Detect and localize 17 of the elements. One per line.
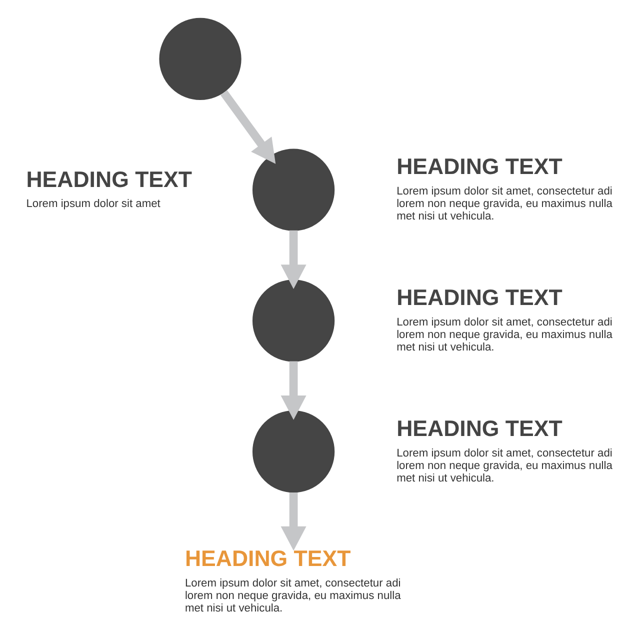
- label: HEADING TEXT: [396, 416, 562, 441]
- node-text: HEADING TEXT Lorem ipsum dolor sit amet, consectetur adi lorem non neque gravida, eu maximus nulla met nisi ut vehicula.: [184, 546, 401, 615]
- node-circle: [252, 280, 335, 362]
- label: HEADING TEXT: [396, 285, 562, 310]
- arrow: [280, 230, 306, 289]
- label: Lorem ipsum dolor sit amet, consectetur adi lorem non neque gravida, eu maximus nulla met nisi ut vehicula.: [396, 316, 612, 354]
- node-circle: [252, 148, 335, 231]
- node-label: Lorem ipsum dolor sit amet: [26, 198, 160, 210]
- node-circle: [159, 18, 242, 100]
- node-label: HEADING TEXT: [26, 166, 192, 192]
- arrow: [280, 492, 306, 551]
- label: Lorem ipsum dolor sit amet, consectetur adi lorem non neque gravida, eu maximus nulla met nisi ut vehicula.: [396, 186, 612, 223]
- arrow: [280, 361, 306, 420]
- label: Lorem ipsum dolor sit amet, consectetur adi lorem non neque gravida, eu maximus nulla met nisi ut vehicula.: [396, 447, 612, 484]
- label: HEADING TEXT: [396, 154, 562, 180]
- arrow: [220, 90, 276, 164]
- node-circle: [252, 410, 335, 493]
